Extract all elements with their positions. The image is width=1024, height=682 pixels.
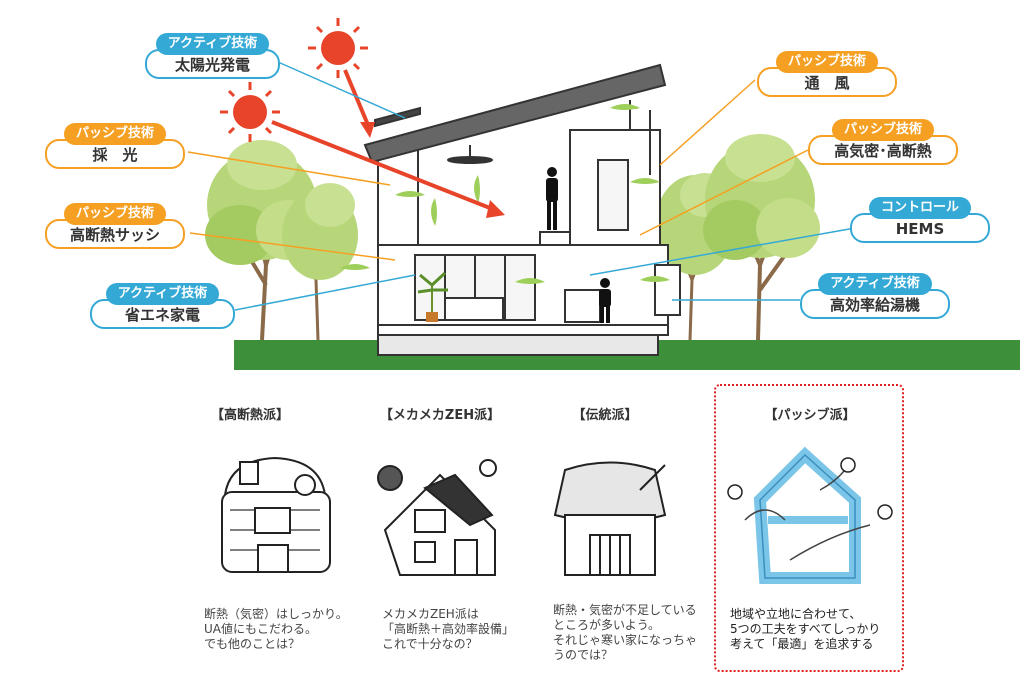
label-airtight: パッシブ技術 高気密･高断熱 (808, 118, 958, 165)
sun-icon (220, 82, 280, 142)
label-tag: コントロール (868, 197, 971, 219)
category-title: 【パッシブ派】 (764, 408, 856, 423)
category-desc: 断熱・気密が不足している ところが多いよう。 それじゃ寒い家になっちゃ うのでは… (553, 603, 698, 662)
category-title: 【高断熱派】 (210, 408, 289, 423)
person-icon (546, 167, 558, 230)
label-tag: パッシブ技術 (63, 203, 166, 225)
wind-icon (340, 104, 670, 284)
category-title: 【メカメカZEH派】 (379, 408, 501, 423)
label-tag: パッシブ技術 (775, 51, 878, 73)
highlight-frame (714, 384, 904, 672)
plant-icon (417, 271, 448, 322)
label-tag: パッシブ技術 (831, 119, 934, 141)
category-desc: 地域や立地に合わせて、 5つの工夫をすべてしっかり 考えて「最適」を追求する (730, 607, 881, 651)
label-tag: パッシブ技術 (63, 123, 166, 145)
person-icon (599, 278, 611, 323)
label-tag: アクティブ技術 (105, 283, 220, 305)
label-water-heater: アクティブ技術 高効率給湯機 (800, 272, 950, 319)
tree-icon (282, 183, 358, 341)
label-daylight: パッシブ技術 採 光 (45, 122, 185, 169)
label-solar: アクティブ技術 太陽光発電 (145, 32, 280, 79)
label-sash: パッシブ技術 高断熱サッシ (45, 202, 185, 249)
label-hems: コントロール HEMS (850, 196, 990, 243)
leader-lines (187, 61, 856, 311)
label-ventilation: パッシブ技術 通 風 (757, 50, 897, 97)
label-tag: アクティブ技術 (818, 273, 932, 295)
tree-icon (703, 134, 820, 341)
category-desc: 断熱（気密）はしっかり。 UA値にもこだわる。 でも他のことは？ (204, 607, 348, 651)
sunbeam-arrow (271, 69, 505, 218)
label-appliance: アクティブ技術 省エネ家電 (90, 282, 235, 329)
ceiling-fan-icon (447, 145, 493, 164)
label-tag: アクティブ技術 (155, 33, 270, 55)
category-title: 【伝統派】 (572, 408, 638, 423)
category-desc: メカメカZEH派は 「高断熱＋高効率設備」 これで十分なの？ (382, 607, 515, 651)
sun-icon (308, 18, 368, 78)
